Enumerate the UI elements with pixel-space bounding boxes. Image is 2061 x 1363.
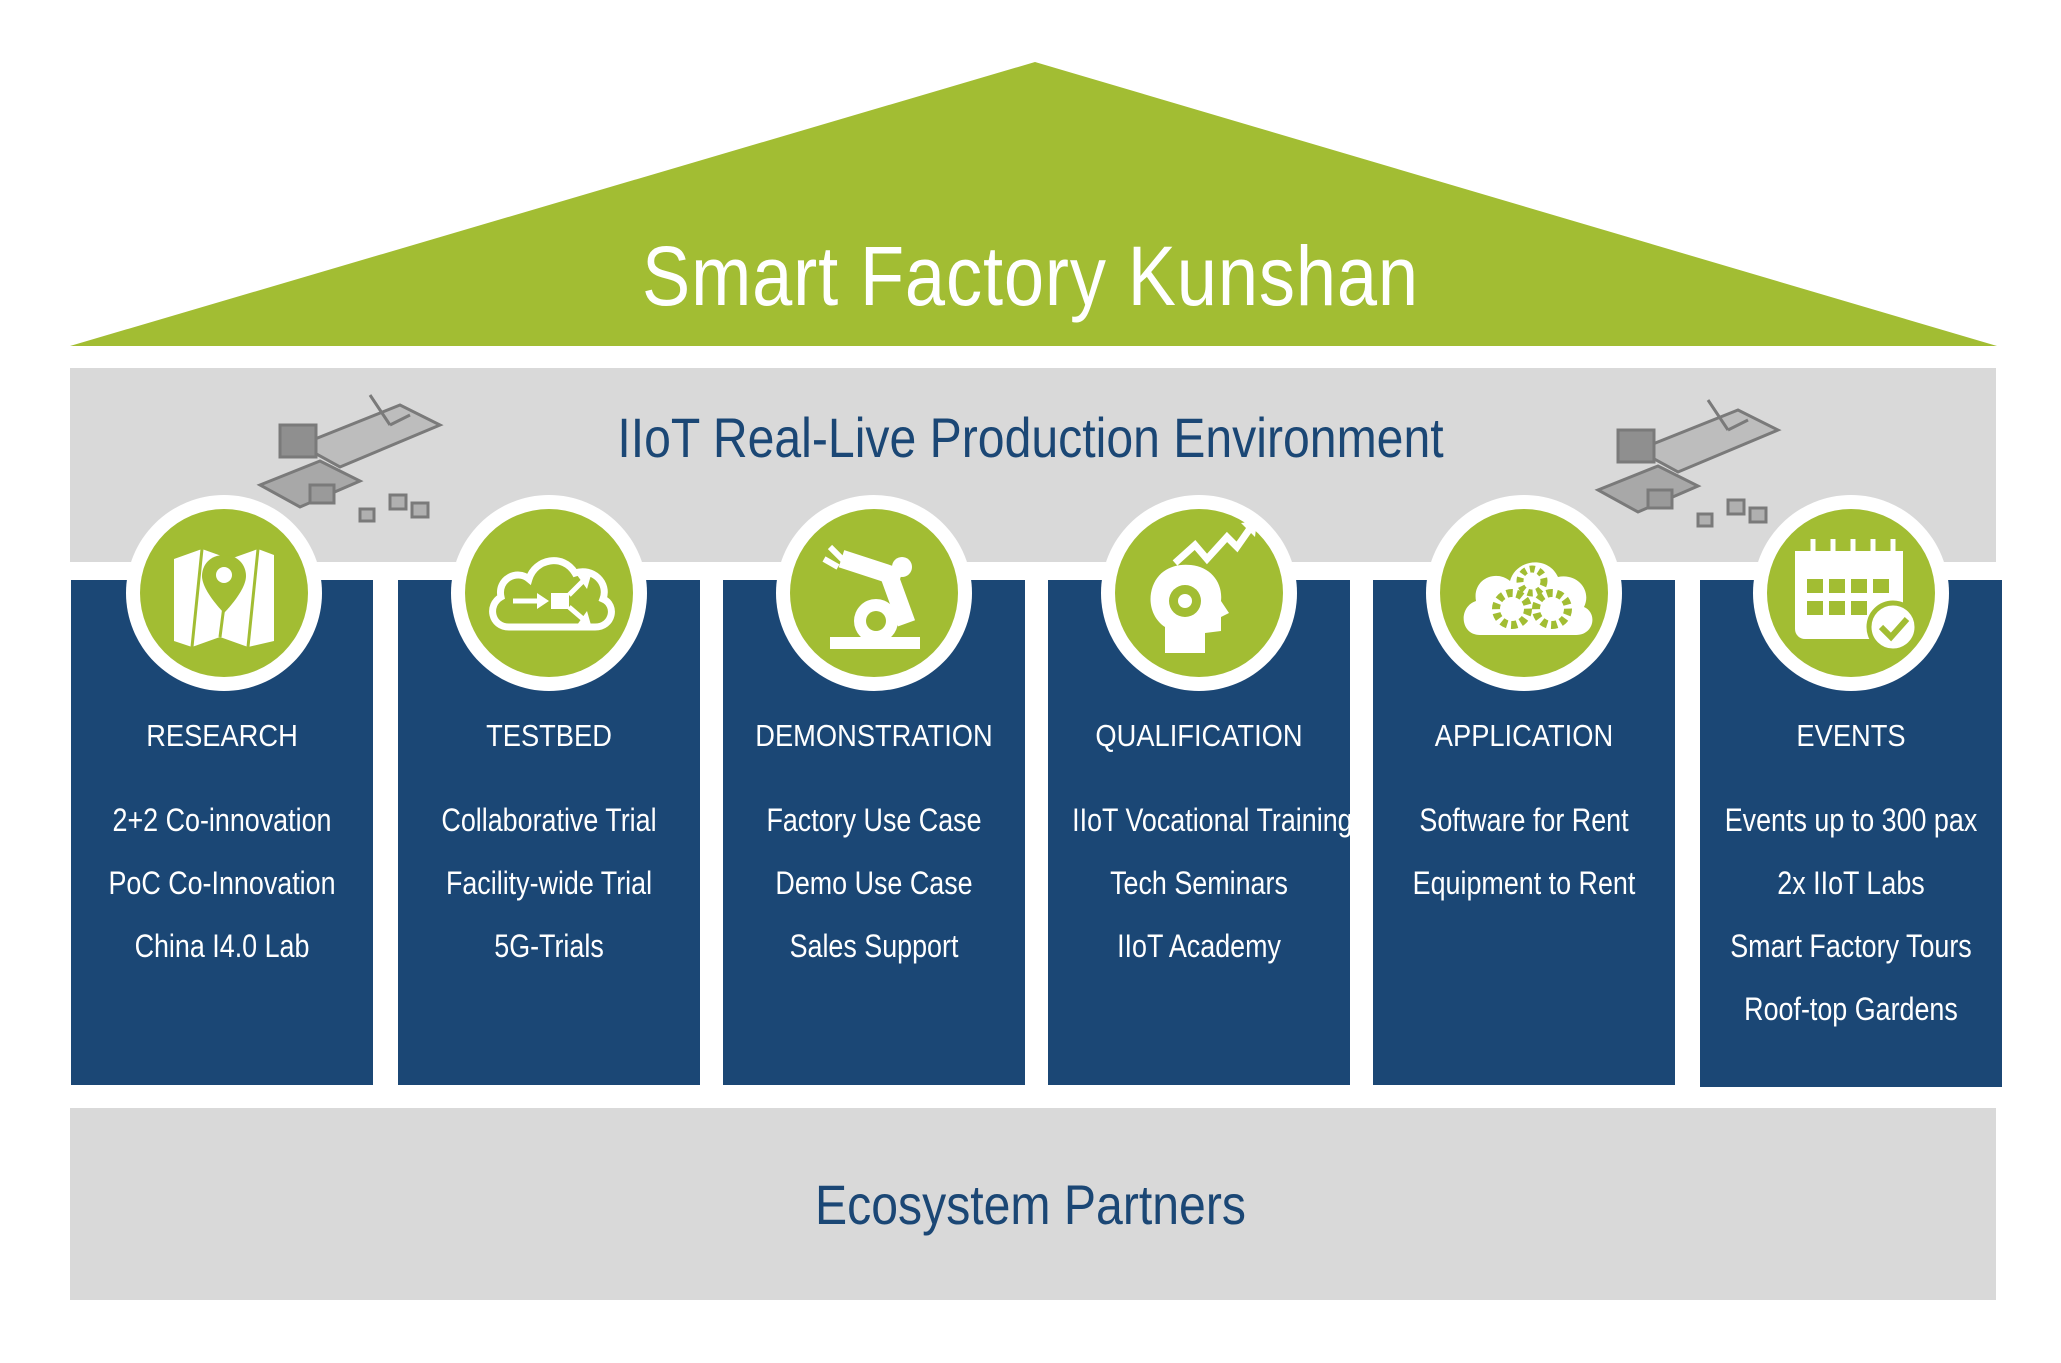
pillar-item: 2x IIoT Labs	[1777, 865, 1925, 901]
research-circle	[126, 495, 322, 691]
pillar-title: QUALIFICATION	[1095, 718, 1303, 753]
pillar-item: Tech Seminars	[1110, 865, 1288, 901]
pillar-item: Roof-top Gardens	[1744, 991, 1958, 1027]
pillar-item: Events up to 300 pax	[1724, 802, 1978, 838]
demonstration-circle	[776, 495, 972, 691]
pillar-item: Sales Support	[789, 928, 959, 964]
pillar-item: Facility-wide Trial	[445, 865, 653, 901]
calendar-check-icon	[1795, 539, 1920, 654]
pillar-item: Factory Use Case	[766, 802, 982, 838]
head-growth-icon	[1150, 521, 1257, 653]
testbed-circle	[451, 495, 647, 691]
qualification-circle	[1101, 495, 1297, 691]
factory-illustration-right	[1594, 399, 1782, 528]
application-circle	[1426, 495, 1622, 691]
pillar-title: RESEARCH	[146, 718, 298, 753]
cloud-gears-icon	[1463, 562, 1593, 635]
pillar-title: TESTBED	[486, 718, 612, 753]
pillar-item: 2+2 Co-innovation	[112, 802, 332, 838]
cloud-flow-icon	[489, 557, 615, 631]
ecosystem-base	[70, 1108, 1996, 1300]
diagram-title: Smart Factory Kunshan	[642, 229, 1419, 323]
pillar-item: Software for Rent	[1419, 802, 1629, 838]
factory-illustration-left	[256, 394, 444, 523]
robot-arm-icon	[822, 544, 920, 649]
band-title: IIoT Real-Live Production Environment	[617, 406, 1444, 469]
pillar-item: Collaborative Trial	[441, 802, 657, 838]
base-title: Ecosystem Partners	[815, 1173, 1246, 1236]
pillar-item: IIoT Vocational Training	[1072, 802, 1353, 838]
pillar-item: 5G-Trials	[494, 928, 604, 964]
events-circle	[1753, 495, 1949, 691]
pillar-item: Demo Use Case	[775, 865, 973, 901]
pillar-item: Equipment to Rent	[1412, 865, 1636, 901]
pillar-item: PoC Co-Innovation	[108, 865, 336, 901]
roof	[70, 62, 1997, 346]
map-pin-icon	[174, 548, 274, 648]
pillar-title: DEMONSTRATION	[755, 718, 993, 753]
pillar-item: IIoT Academy	[1117, 928, 1281, 964]
pillar-title: EVENTS	[1796, 718, 1906, 753]
pillar-item: Smart Factory Tours	[1730, 928, 1972, 964]
pillar-title: APPLICATION	[1434, 718, 1614, 753]
pillar-item: China I4.0 Lab	[134, 928, 310, 964]
